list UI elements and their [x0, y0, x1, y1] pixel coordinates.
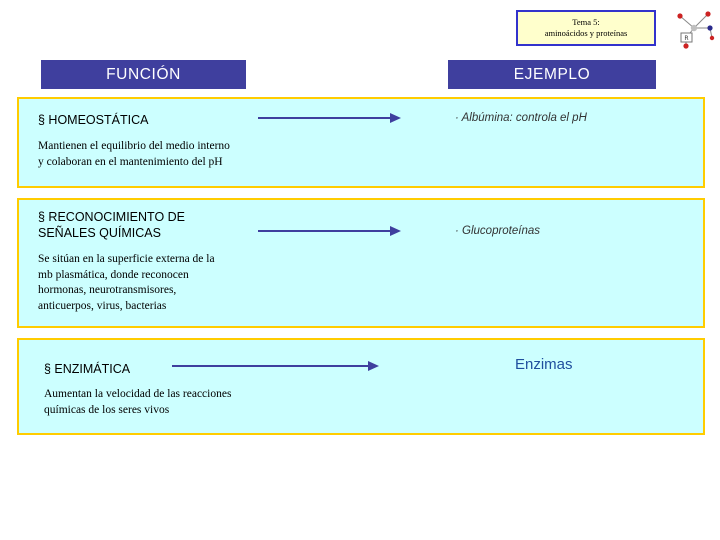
header-funcion-label: FUNCIÓN — [106, 65, 181, 83]
row-block-1 — [17, 97, 705, 188]
header-ejemplo-label: EJEMPLO — [513, 65, 591, 83]
example-2: · Glucoproteínas — [455, 225, 541, 237]
row-block-3 — [17, 338, 705, 435]
topic-title-line1: Tema 5: — [572, 17, 600, 28]
svg-text:R: R — [684, 35, 688, 42]
topic-title-text: Tema 5: aminoácidos y proteínas — [545, 17, 628, 38]
function-body-3: Aumentan la velocidad de las reacciones … — [44, 388, 232, 416]
molecule-icon: R — [677, 11, 715, 49]
function-title-2: § RECONOCIMIENTO DE SEÑALES QUÍMICAS — [38, 210, 186, 241]
topic-title-line2: aminoácidos y proteínas — [544, 28, 628, 38]
arrow-1 — [258, 113, 401, 123]
function-title-1: § HOMEOSTÁTICA — [38, 113, 149, 127]
header-funcion: FUNCIÓN — [41, 60, 246, 89]
arrow-2 — [258, 226, 401, 236]
row-block-2 — [17, 198, 705, 328]
example-1: · Albúmina: controla el pH — [455, 112, 587, 124]
function-title-3: § ENZIMÁTICA — [44, 362, 131, 376]
arrow-3 — [172, 361, 379, 371]
function-body-1: Mantienen el equilibrio del medio intern… — [38, 140, 230, 168]
topic-title-box: Tema 5: aminoácidos y proteínas — [516, 10, 656, 46]
example-3: Enzimas — [515, 356, 573, 373]
header-ejemplo: EJEMPLO — [448, 60, 656, 89]
function-body-2: Se sitúan en la superficie externa de la… — [38, 253, 215, 312]
